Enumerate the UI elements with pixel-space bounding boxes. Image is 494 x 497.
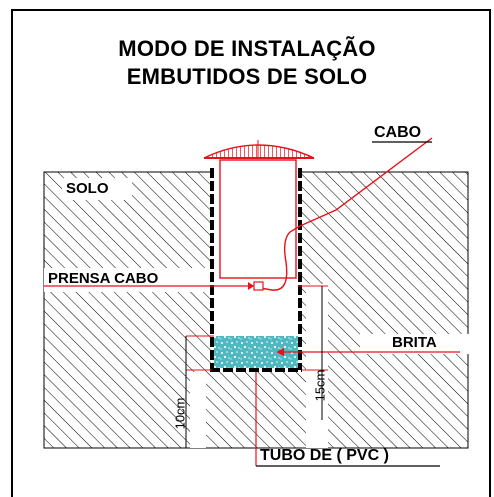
prensa-label-bg <box>44 268 212 292</box>
cabo-label: CABO <box>374 124 422 141</box>
cable-line <box>259 225 301 291</box>
prensa-cabo-label: PRENSA CABO <box>48 270 159 287</box>
lamp-dome <box>203 144 315 159</box>
brita-arrow <box>276 348 284 356</box>
brita-label-bg <box>360 334 470 354</box>
dimension-15cm: 15cm <box>312 369 328 402</box>
dimension-10cm: 10cm <box>172 397 188 430</box>
cable-leader <box>299 137 433 227</box>
solo-label: SOLO <box>66 180 109 197</box>
luminaire-body <box>219 159 297 279</box>
diagram-title-line-2: EMBUTIDOS DE SOLO <box>126 64 368 89</box>
solo-label-bg <box>62 178 132 200</box>
cable-gland <box>253 281 264 291</box>
diagram-title-line-1: MODO DE INSTALAÇÃO <box>118 36 376 61</box>
brita-label: BRITA <box>392 334 437 351</box>
dim-10-bg <box>190 372 206 448</box>
tubo-label: TUBO DE ( PVC ) <box>260 447 389 464</box>
prensa-arrow <box>248 282 254 290</box>
frame-border <box>11 9 491 497</box>
